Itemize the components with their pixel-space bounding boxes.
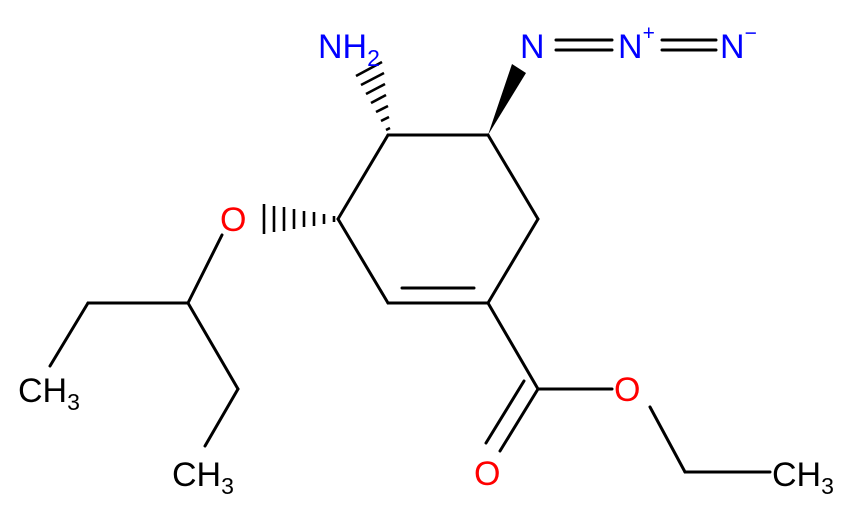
bond-ch-ch2b <box>186 301 240 391</box>
bond-oester-ch2 <box>648 405 687 474</box>
bond-oether-ch <box>186 233 224 305</box>
methyl-label-ethyl-a: CH3 <box>18 372 80 415</box>
bond-c2-c3 <box>336 217 390 305</box>
bond-ch2b-ch3 <box>203 387 240 448</box>
azide-n1-label: N <box>520 28 545 66</box>
bond-c5-c6 <box>486 133 540 221</box>
amino-label: NH2 <box>318 28 380 71</box>
bond-c1-ccarbonyl <box>486 301 540 391</box>
hashed-bond-ether <box>262 204 336 234</box>
azide-n2-label: N+ <box>618 22 655 66</box>
bond-c6-c1 <box>486 217 540 305</box>
wedge-bond-azide <box>488 64 526 135</box>
bond-carbonyl-1 <box>498 387 540 453</box>
carbonyl-oxygen-label: O <box>474 455 500 493</box>
methyl-label-ethyl-b: CH3 <box>172 456 234 499</box>
bond-c3-c4 <box>336 133 390 221</box>
bond-carbonyl-2 <box>484 379 526 445</box>
ester-oxygen-label: O <box>614 371 640 409</box>
ether-oxygen-label: O <box>220 201 246 239</box>
bond-ch2a-ch3 <box>48 301 90 368</box>
azide-n3-label: N− <box>720 22 757 66</box>
hashed-bond-amino <box>355 60 391 132</box>
methyl-label-ester: CH3 <box>772 456 834 499</box>
